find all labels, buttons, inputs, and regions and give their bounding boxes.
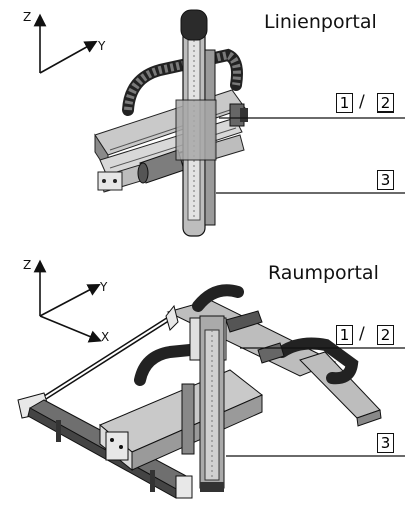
callout-3-linienportal: 3 bbox=[377, 170, 394, 190]
leader-lines-1 bbox=[216, 117, 405, 194]
callout-separator-2: / bbox=[359, 324, 365, 344]
horizontal-axis-rail bbox=[94, 89, 246, 193]
callout-3-raumportal: 3 bbox=[377, 433, 394, 453]
gear-motor-1 bbox=[229, 103, 248, 127]
z-axis-column bbox=[181, 315, 227, 492]
callout-separator-1: / bbox=[359, 92, 365, 112]
raumportal-title: Raumportal bbox=[268, 262, 379, 284]
x-axis-label-2: X bbox=[101, 330, 110, 344]
leader-lines-2 bbox=[226, 347, 405, 457]
energy-chain-2 bbox=[134, 284, 359, 386]
callout-2-linienportal: 2 bbox=[377, 93, 394, 113]
linienportal-title: Linienportal bbox=[264, 11, 377, 33]
linienportal-figure bbox=[33, 9, 405, 237]
y-axis-label-1: Y bbox=[98, 39, 106, 53]
vertical-axis-column bbox=[175, 9, 217, 237]
callout-1-linienportal: 1 bbox=[336, 93, 353, 113]
callout-2-raumportal: 2 bbox=[377, 325, 394, 345]
x-axis-module bbox=[99, 369, 263, 472]
coordinate-axes-2 bbox=[33, 259, 102, 343]
z-axis-label-1: Z bbox=[23, 10, 32, 24]
raumportal-figure bbox=[17, 259, 405, 499]
callout-1-raumportal: 1 bbox=[336, 325, 353, 345]
z-axis-label-2: Z bbox=[23, 258, 32, 272]
y-axis-label-2: Y bbox=[100, 280, 108, 294]
coordinate-axes-1 bbox=[33, 13, 98, 74]
